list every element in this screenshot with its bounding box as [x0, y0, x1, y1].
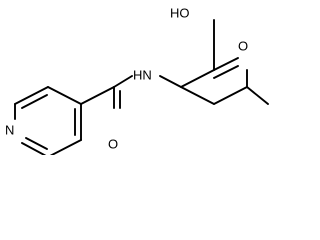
amide-carbonyl-oxygen-label: O	[108, 136, 118, 151]
chemical-structure-diagram: HO O HN O N	[5, 5, 269, 155]
carboxylic-acid-group	[213, 19, 239, 79]
bond-alpha-carbon-to-ch2	[180, 86, 215, 105]
bond-ring-c6-n	[21, 142, 47, 155]
bond-ch2-to-branch-carbon	[213, 86, 248, 105]
bond-nh-to-alpha-carbon	[159, 75, 182, 88]
bond-ring-inner-1	[21, 94, 48, 109]
pyridine-nitrogen-label: N	[5, 122, 14, 137]
pyridine-ring	[14, 86, 82, 155]
bond-acid-carbon-to-oxygen-double	[213, 65, 239, 79]
bond-carbonyl-to-nh	[113, 75, 133, 88]
bond-branch-to-lower-methyl	[246, 86, 269, 105]
acid-carbonyl-oxygen-label: O	[238, 38, 248, 53]
bond-ring-inner-3	[25, 137, 48, 150]
hydroxyl-label: HO	[170, 5, 190, 20]
bond-ring-c5-c6	[49, 139, 82, 155]
backbone-and-side-chain	[159, 69, 269, 105]
bond-alpha-carbon-to-acid-carbon	[180, 69, 215, 88]
bond-ring-to-carbonyl	[80, 86, 115, 105]
amide-group	[80, 75, 133, 109]
bond-acid-carbon-to-oxygen	[213, 57, 239, 71]
amide-nitrogen-label: HN	[133, 67, 152, 82]
bond-ring-c2-c3	[14, 86, 49, 105]
bond-ring-c3-c4	[47, 86, 82, 105]
